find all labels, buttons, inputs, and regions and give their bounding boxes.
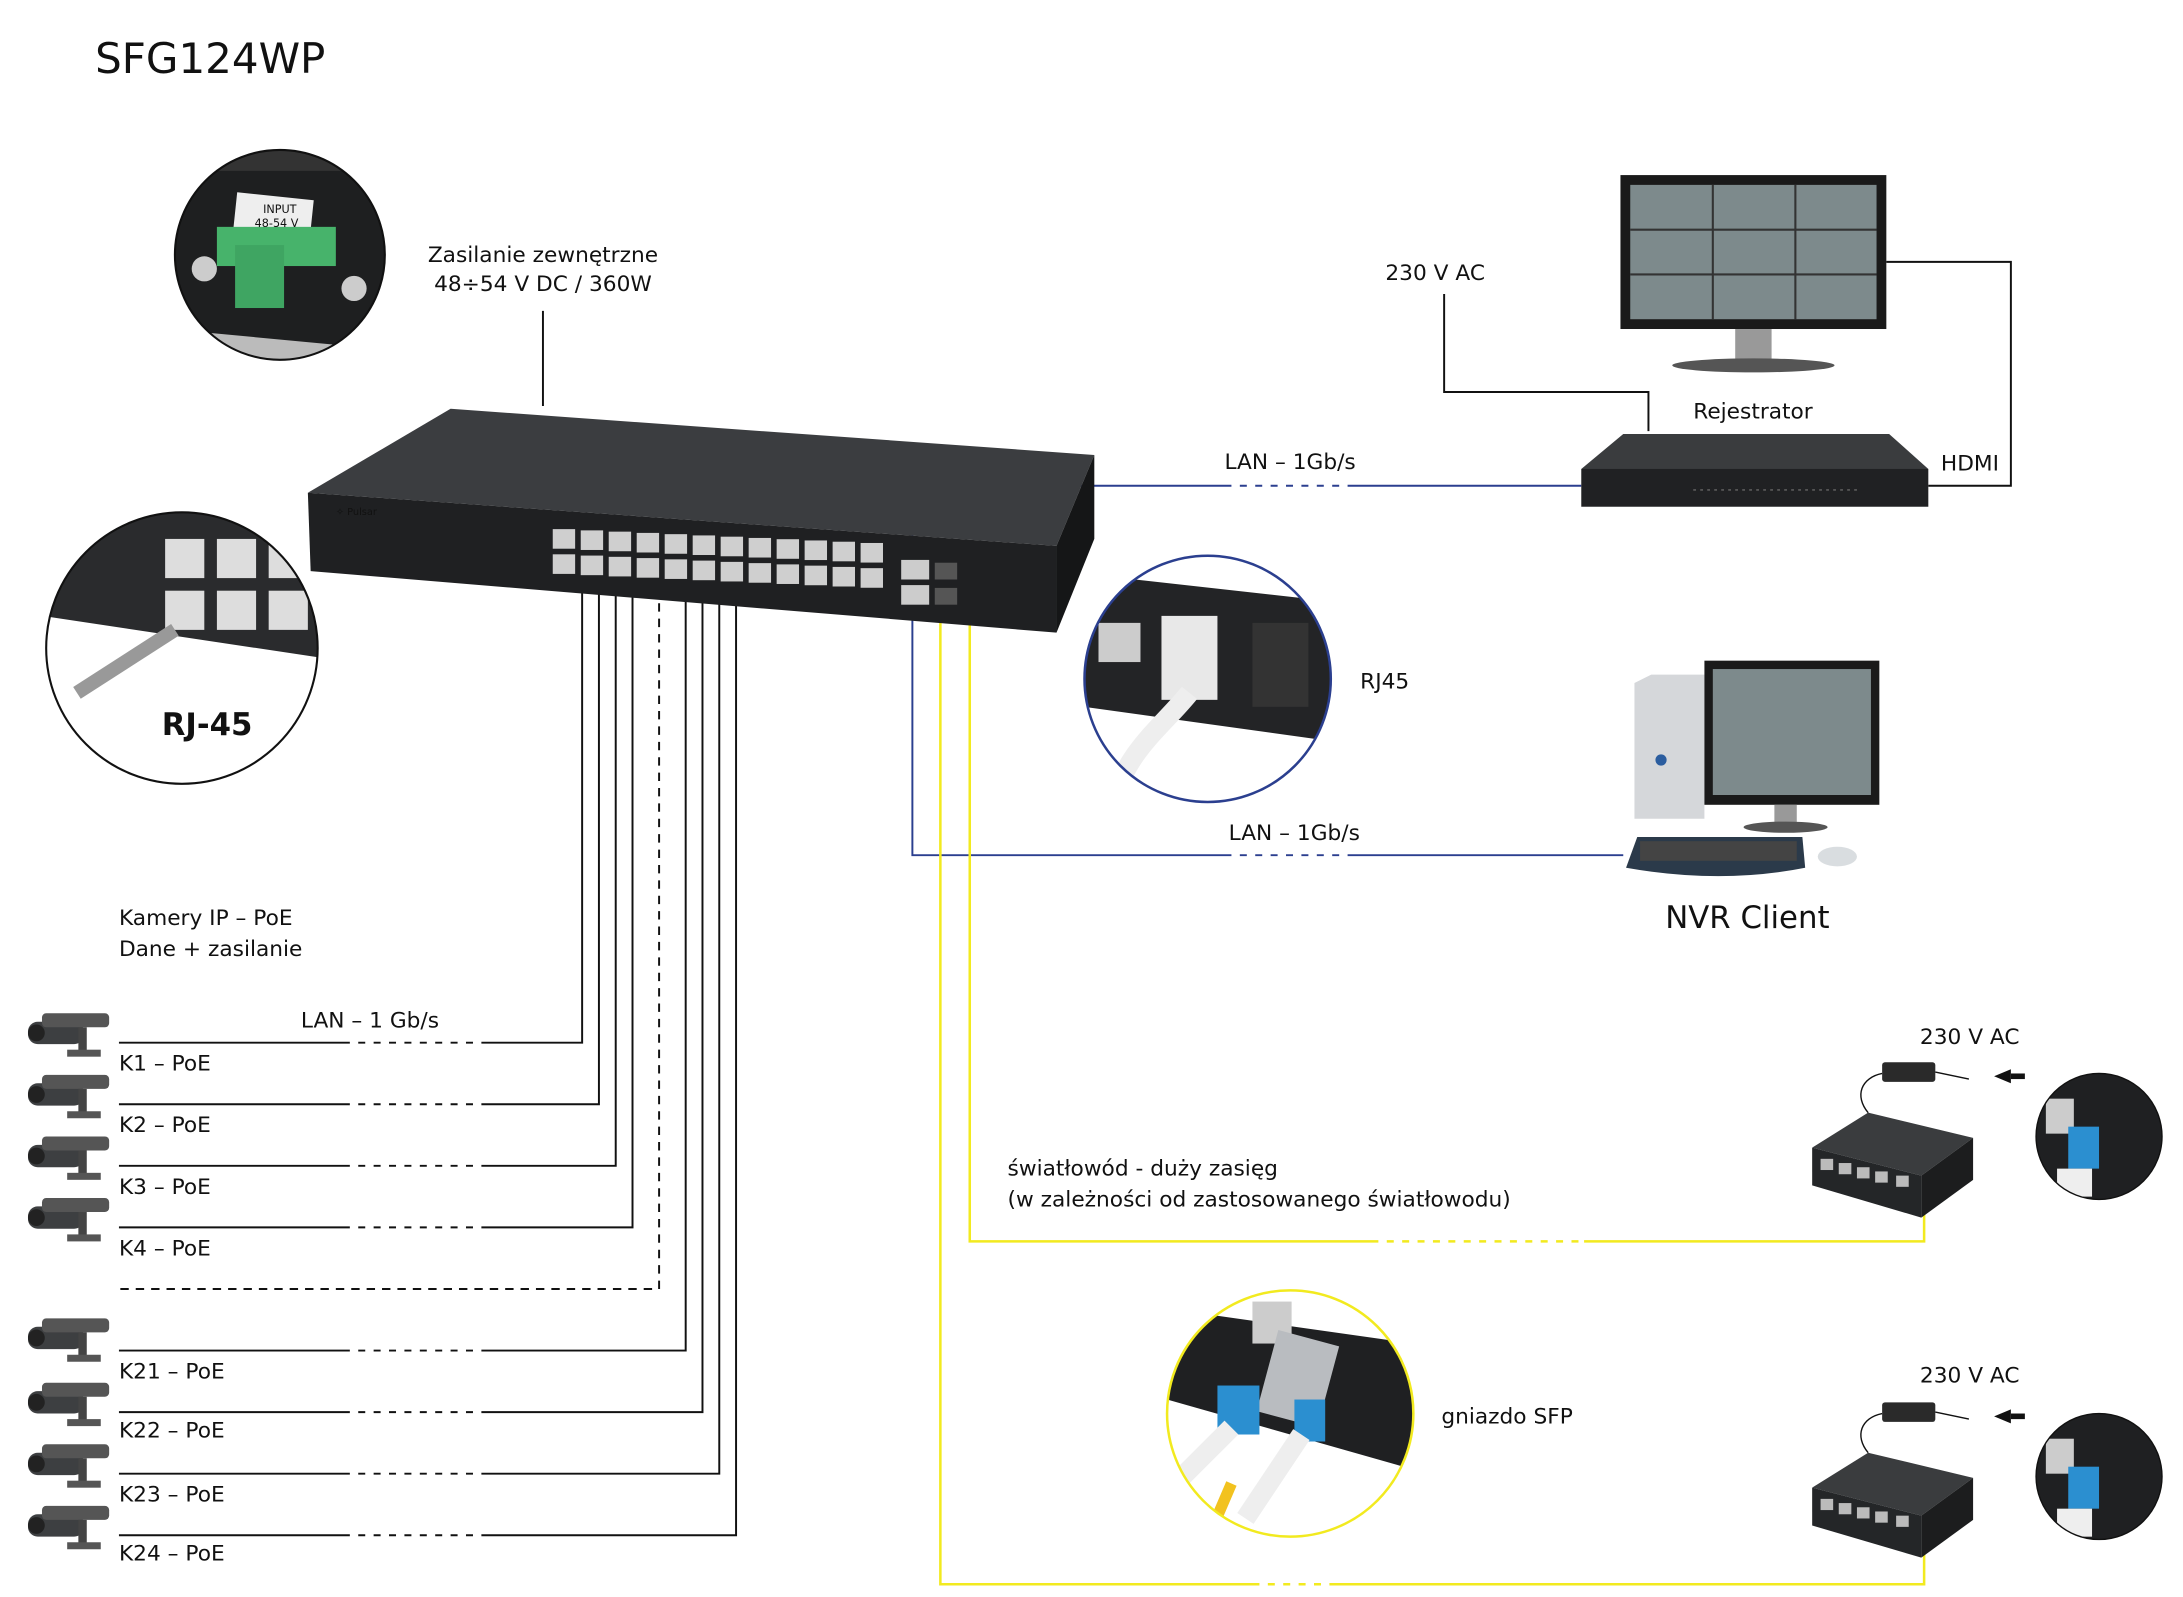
camera-label: K23 – PoE [119,1483,225,1508]
rj45-port [552,554,576,574]
rj45-port [832,566,856,587]
rj45-inset-label: RJ-45 [162,707,253,743]
rj45-inset: RJ-45 [45,511,319,785]
cameras [27,1013,110,1550]
camera-label: K4 – PoE [119,1236,211,1261]
power-input-label: INPUT [263,203,297,216]
fiber-label-line1: światłowód - duży zasięg [1008,1157,1278,1182]
camera-label: K24 – PoE [119,1541,225,1566]
sfp-inset [1165,1289,1415,1538]
page-title: SFG124WP [95,34,325,83]
rj45-port [776,564,800,584]
cameras-heading-1: Kamery IP – PoE [119,906,293,931]
nvr-client-pc [1626,660,1880,877]
rj45-port [804,540,828,561]
rj45-port [860,542,883,563]
remote-sfp-inset-2 [2035,1412,2163,1541]
recorder-power-label: 230 V AC [1385,261,1485,286]
pulsar-logo: ✧ Pulsar [336,507,378,518]
rj45-label: RJ45 [1360,670,1409,695]
camera-icon [27,1013,110,1057]
rj45-port [608,531,632,552]
rj45-port [636,532,660,553]
camera-icon [27,1318,110,1362]
rj45-port [692,535,716,556]
camera-icon [27,1074,110,1119]
rj45-port [664,534,688,554]
rj45-port [720,536,744,557]
rj45-port [832,541,856,562]
rj45-port [608,556,632,577]
rj45-port [692,560,716,581]
camera-icon [27,1382,110,1427]
sfp-label: gniazdo SFP [1441,1404,1572,1429]
rj45-port [636,558,660,578]
remote-switch-1-power-label: 230 V AC [1920,1025,2020,1050]
cameras-lan-label: LAN – 1 Gb/s [301,1008,439,1033]
rj45-port [748,537,772,558]
power-voltage-label: 48-54 V [255,217,299,230]
camera-icon [27,1198,110,1242]
client-lan-label: LAN – 1Gb/s [1229,821,1360,846]
rj45-port [720,561,744,582]
remote-switch-1 [1811,1061,2026,1219]
cameras-heading-2: Dane + zasilanie [119,937,302,962]
rj45-port [804,565,828,586]
recorder-power-cable [1443,294,1650,432]
camera-cables [118,587,738,1538]
rj45-port [776,539,800,559]
rj45-port [552,529,576,549]
camera-icon [27,1136,110,1180]
rj45-port [664,559,688,579]
monitor [1620,175,1887,373]
recorder [1581,433,1929,507]
camera-label: K21 – PoE [119,1360,225,1385]
remote-switch-2 [1811,1401,2026,1559]
fiber-label-line2: (w zależności od zastosowanego światłowo… [1008,1187,1511,1212]
remote-switch-2-power-label: 230 V AC [1920,1364,2020,1389]
rj45-port [748,563,772,583]
rj45-port [580,530,604,550]
camera-label: K2 – PoE [119,1113,211,1138]
hdmi-label: HDMI [1941,451,1999,476]
main-switch: ✧ Pulsar /* ports drawn below */ [307,408,1095,633]
camera-icon [27,1505,110,1550]
rj45-port [860,568,883,588]
recorder-lan-label: LAN – 1Gb/s [1224,450,1355,475]
remote-sfp-inset-1 [2035,1072,2163,1201]
recorder-label: Rejestrator [1693,400,1813,425]
rj45-port [580,555,604,576]
camera-label: K3 – PoE [119,1175,211,1200]
rj45-port-inset [1083,554,1333,804]
camera-icon [27,1444,110,1488]
power-connector-inset: INPUT 48-54 V [173,148,386,361]
power-label-line2: 48÷54 V DC / 360W [434,272,652,297]
nvr-client-label: NVR Client [1665,900,1829,936]
camera-label: K1 – PoE [119,1052,211,1077]
hdmi-cable [1886,260,2012,487]
camera-label: K22 – PoE [119,1418,225,1443]
power-label-line1: Zasilanie zewnętrzne [428,243,658,268]
